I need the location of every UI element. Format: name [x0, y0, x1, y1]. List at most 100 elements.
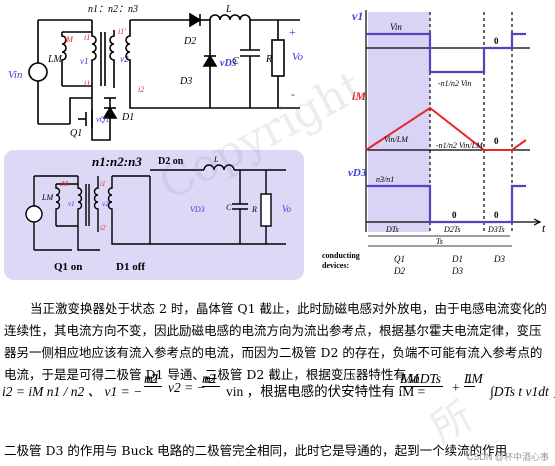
- top-transformer-core: [100, 32, 106, 86]
- bottom-i2-label: i2: [100, 224, 106, 232]
- top-vin-source: [28, 62, 48, 82]
- formula-frac-3-num: VinDTs: [400, 371, 444, 387]
- waveform-labels: v1 Vin -n1/n2 Vin 0 iM Vin/LM -n1/n2 Vin…: [322, 9, 546, 276]
- im-slope-up: Vin/LM: [384, 135, 409, 144]
- v1-neg-label: -n1/n2 Vin: [438, 79, 471, 88]
- top-i2-label: i2: [138, 85, 144, 94]
- t-arrow: [533, 218, 542, 226]
- formula-frac-2-num: n1: [202, 371, 220, 387]
- dev3: D3: [493, 254, 505, 264]
- top-vq1-label: vQ1: [96, 115, 109, 124]
- bottom-tertiary: [107, 176, 113, 232]
- d3ts-label: D3Ts: [487, 225, 505, 234]
- im-waveform: [365, 106, 527, 151]
- dev1-a: Q1: [394, 254, 405, 264]
- top-c-label: C: [232, 56, 239, 67]
- bottom-vin-source: [25, 205, 43, 223]
- bottom-lm-inductor: [55, 183, 78, 227]
- formula-part-d: +: [452, 380, 460, 395]
- top-d1-label: D1: [121, 112, 134, 123]
- v1-high-label: Vin: [390, 22, 402, 32]
- d2ts-label: D2Ts: [443, 225, 461, 234]
- formula-frac-4-num: 1: [464, 371, 475, 387]
- bottom-core: [85, 184, 90, 226]
- top-q1-transistor: [85, 110, 93, 128]
- circuit-figure: n1：n2：n3 LM iM i1 i1' i2 i1 v1 v2 Vin D2…: [4, 4, 546, 280]
- dts-highlight: [368, 12, 430, 232]
- bottom-q1-wire: [77, 232, 100, 251]
- top-primary-winding: [91, 30, 97, 88]
- v1-waveform: [366, 32, 526, 74]
- top-i1p-label: i1': [118, 27, 126, 36]
- formula-part-a: i2 = iM n1 / n2 、 v1 = −: [2, 384, 143, 399]
- bottom-circuit: [25, 164, 286, 251]
- top-circuit-labels: n1：n2：n3 LM iM i1 i1' i2 i1 v1 v2 Vin D2…: [8, 4, 304, 139]
- im-axis-label: iM: [352, 89, 366, 103]
- top-r-label: R: [265, 54, 272, 65]
- top-i1-low: i1: [84, 79, 90, 88]
- top-rail: [129, 19, 198, 30]
- top-d3-label: D3: [179, 76, 192, 87]
- bottom-d1-off: D1 off: [116, 261, 145, 273]
- bottom-secondary: [93, 176, 99, 232]
- bottom-c-label: C: [226, 203, 232, 212]
- top-bottom-rail: [129, 88, 300, 109]
- im-zero-label: 0: [494, 136, 499, 146]
- top-l-inductor: [209, 14, 300, 21]
- dev2-b: D3: [451, 266, 463, 276]
- bottom-rails: [111, 175, 286, 245]
- bottom-im-label: iM: [60, 180, 69, 188]
- conducting-label-2: devices:: [322, 261, 349, 270]
- bottom-d2-on: D2 on: [158, 156, 184, 167]
- formula-part-e: ∫DTs t v1dt ；: [490, 384, 555, 399]
- vd3-axis-label: vD3: [348, 167, 367, 179]
- bottom-l-inductor: [150, 164, 286, 171]
- top-lm-wires: [62, 31, 92, 87]
- formula-frac-2-den: n2: [202, 371, 216, 386]
- top-l-label: L: [225, 4, 232, 15]
- formula-part-b: v2 = −: [168, 380, 206, 395]
- top-vin-label: Vin: [8, 69, 23, 81]
- bottom-v2-label: v2: [102, 200, 109, 208]
- top-i1-label: i1: [84, 33, 90, 42]
- top-vo-plus: +: [289, 25, 296, 39]
- top-d2-diode: [189, 12, 202, 28]
- top-lm-label: LM: [47, 54, 63, 65]
- bottom-lm-label: LM: [41, 193, 54, 202]
- vd3-zero-label-1: 0: [452, 210, 457, 220]
- bottom-l-label: L: [213, 155, 219, 164]
- bottom-circuit-labels: n1:n2:n3 D2 on Q1 on D1 off LM iM i1 i2 …: [41, 154, 292, 273]
- top-v1-label: v1: [80, 56, 89, 66]
- bottom-vd3-label: VD3: [190, 205, 205, 214]
- dts-label: DTs: [385, 225, 399, 234]
- dev2-a: D1: [451, 254, 463, 264]
- bottom-capacitor: [232, 170, 248, 244]
- paragraph-state-2: 当正激变换器处于状态 2 时，晶体管 Q1 截止，此时励磁电感对外放电，由于电感…: [4, 301, 548, 382]
- top-vo-minus: -: [291, 87, 295, 101]
- top-d3-diode: [202, 54, 218, 67]
- formula-frac-4-den: LM: [464, 371, 483, 386]
- top-circuit: [28, 12, 300, 141]
- conducting-label-1: conducting: [322, 251, 360, 260]
- top-lm-inductor: [61, 32, 67, 86]
- paragraph-d3: 二极管 D3 的作用与 Buck 电路的二极管完全相同，此时它是导通的，起到一个…: [4, 443, 508, 458]
- vd3-waveform: [366, 184, 526, 224]
- bottom-vo-label: Vo: [282, 204, 292, 214]
- top-resistor: [271, 39, 285, 77]
- bottom-i1-label: i1: [100, 180, 105, 188]
- top-im-label: iM: [64, 35, 74, 44]
- t-axis-label: t: [542, 221, 546, 235]
- bottom-resistor: [260, 193, 272, 227]
- top-q1-label: Q1: [70, 128, 82, 139]
- bottom-v1-label: v1: [68, 200, 75, 208]
- top-d1-diode: [102, 106, 118, 119]
- formula-frac-1-den: n2: [144, 371, 158, 386]
- phase-dividers: [429, 12, 513, 232]
- formula-line: i2 = iM n1 / n2 、 v1 = − n1 n2 v2 = − n1…: [2, 368, 555, 408]
- top-turns-label: n1：n2：n3: [88, 4, 138, 15]
- ts-label: Ts: [436, 237, 443, 246]
- bottom-q1-on: Q1 on: [54, 261, 82, 273]
- im-slope-down: -n1/n2 Vin/LM: [436, 141, 484, 150]
- top-tertiary-winding: [125, 30, 131, 88]
